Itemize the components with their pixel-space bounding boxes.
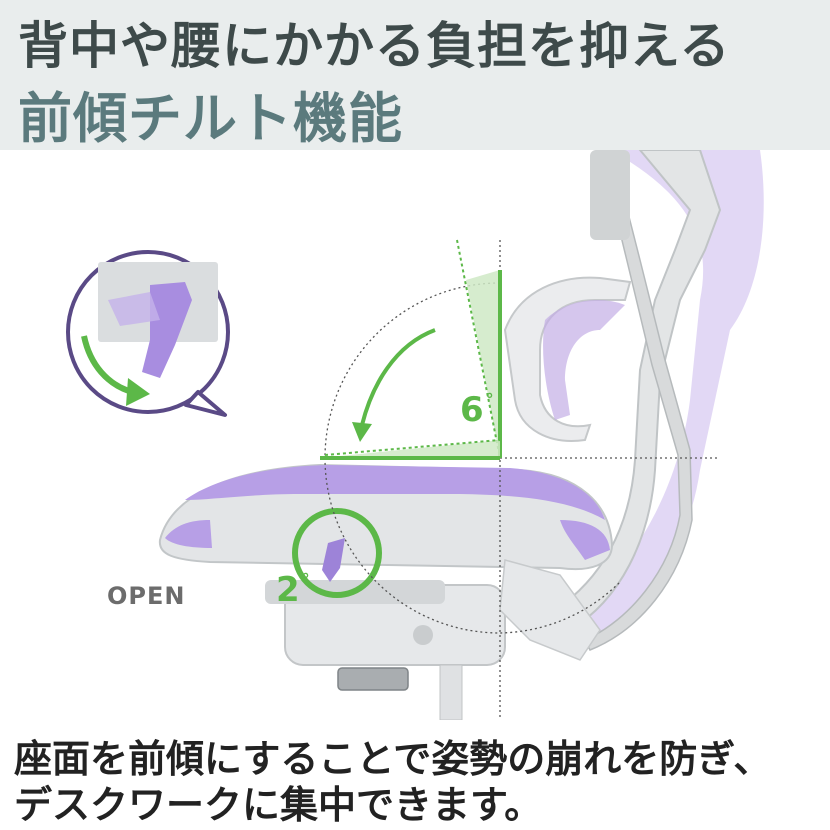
backrest-chrome-bar [583, 150, 693, 651]
caption-line1: 座面を前傾にすることで姿勢の崩れを防ぎ、 [14, 737, 772, 781]
mechanism-knob [413, 625, 433, 645]
back-tilt-line-angled [456, 239, 501, 459]
seat-angle-label: 2° [276, 570, 310, 610]
seat-tilt-wedge [320, 440, 500, 458]
chair-diagram: 6° 2° OPEN [0, 150, 830, 720]
inset-open-arrow [81, 335, 133, 395]
inset-lever-blur [108, 292, 160, 326]
inset-pointer-tail [184, 390, 227, 417]
gas-cylinder [439, 664, 463, 720]
seat-tilt-lever [322, 538, 345, 582]
chair-illustration [66, 150, 764, 720]
seat-purple-top [185, 465, 605, 520]
mechanism-badge [337, 667, 409, 691]
rotation-arc-lower [324, 457, 621, 634]
back-angle-value: 6 [460, 390, 484, 430]
rotation-arc [324, 282, 501, 459]
header-banner: 背中や腰にかかる負担を抑える 前傾チルト機能 [0, 0, 830, 150]
seat-purple-front [165, 520, 212, 548]
tilt-direction-arrow [360, 328, 436, 426]
mechanism-bracket [499, 559, 601, 661]
headline-line1: 背中や腰にかかる負担を抑える [18, 17, 731, 75]
seat-tilt-line-angled [324, 439, 501, 456]
seat-angle-value: 2 [276, 570, 300, 610]
headline-line2: 前傾チルト機能 [18, 87, 403, 150]
back-angle-degree: ° [485, 390, 494, 409]
seat-angle-degree: ° [301, 570, 310, 589]
lever-highlight-ring [292, 508, 382, 598]
back-angle-label: 6° [460, 390, 494, 430]
lever-open-label: OPEN [107, 582, 186, 610]
inset-open-arrow-head [126, 378, 150, 406]
tilt-arrow-head [352, 422, 372, 442]
backrest-motion-blur [585, 150, 764, 640]
seat-purple-back [560, 520, 610, 560]
caption-line2: デスクワークに集中できます。 [14, 783, 543, 827]
armrest-purple-blur [543, 300, 625, 420]
armrest [503, 276, 632, 442]
backrest-mesh [590, 150, 630, 240]
